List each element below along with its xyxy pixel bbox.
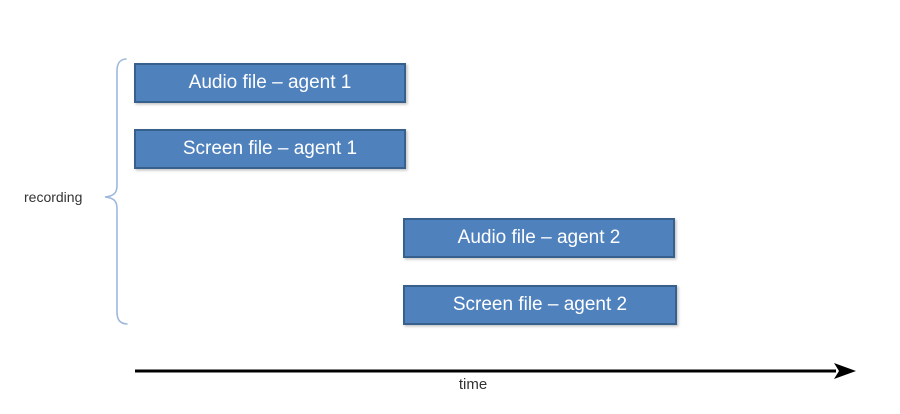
screen-file-agent-2-box: Screen file – agent 2 bbox=[403, 285, 677, 325]
box-label: Screen file – agent 1 bbox=[182, 138, 358, 159]
screen-file-agent-1-box: Screen file – agent 1 bbox=[134, 129, 406, 169]
box-label: Audio file – agent 1 bbox=[188, 72, 352, 93]
curly-brace bbox=[104, 58, 128, 325]
time-axis-arrow bbox=[135, 363, 856, 379]
audio-file-agent-1-box: Audio file – agent 1 bbox=[134, 63, 406, 103]
audio-file-agent-2-box: Audio file – agent 2 bbox=[403, 218, 675, 258]
box-label: Screen file – agent 2 bbox=[452, 294, 628, 315]
recording-label: recording bbox=[24, 189, 83, 205]
time-axis-label: time bbox=[458, 376, 488, 393]
box-label: Audio file – agent 2 bbox=[457, 227, 621, 248]
